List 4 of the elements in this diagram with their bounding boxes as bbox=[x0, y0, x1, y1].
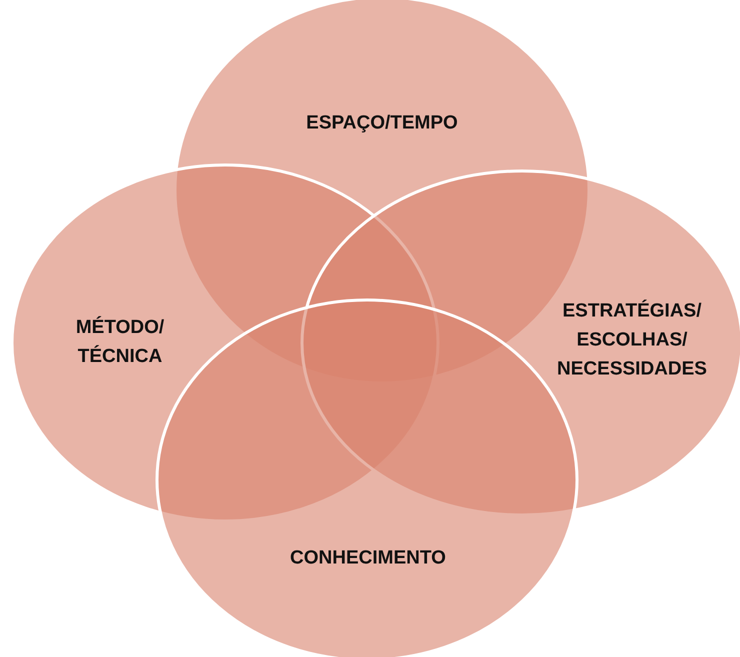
set-label: CONHECIMENTO bbox=[289, 546, 447, 570]
set-label: MÉTODO/ TÉCNICA bbox=[74, 315, 166, 369]
set-label: ESPAÇO/TEMPO bbox=[305, 112, 459, 136]
set-label: ESTRATÉGIAS/ ESCOLHAS/ NECESSIDADES bbox=[556, 298, 708, 382]
